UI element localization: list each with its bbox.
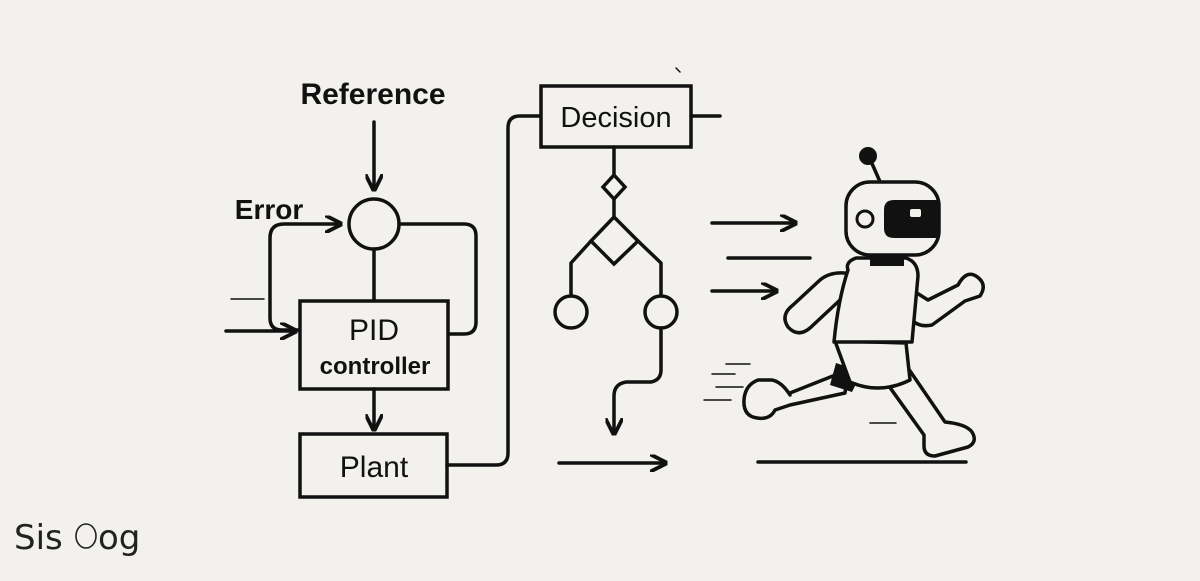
- feedback-loop-right: [397, 222, 478, 336]
- plant-to-decision-line: [445, 114, 543, 467]
- error-label: Error: [235, 194, 304, 225]
- summing-junction: [347, 197, 401, 251]
- pid-label-line1: PID: [349, 314, 399, 347]
- small-decision-diamond: [600, 172, 628, 202]
- plant-box: [298, 432, 449, 499]
- decision-box: [539, 84, 693, 149]
- logo-text-left: Sis: [14, 518, 63, 558]
- speed-streaks: [703, 363, 897, 424]
- left-outcome-node: [553, 294, 589, 330]
- logo-text-right: og: [98, 518, 140, 558]
- decision-tick-mark: [675, 67, 681, 73]
- reference-label: Reference: [300, 78, 445, 111]
- right-branch: [636, 239, 663, 297]
- plant-label: Plant: [340, 451, 409, 484]
- right-outcome-node: [643, 294, 679, 330]
- running-robot-icon: [742, 147, 985, 458]
- decision-label: Decision: [560, 102, 671, 134]
- pid-label-line2: controller: [320, 353, 431, 380]
- left-branch: [569, 239, 593, 297]
- large-decision-diamond: [588, 214, 641, 267]
- decision-output-arrow: [614, 326, 663, 432]
- sisoog-logo: Sis og: [14, 518, 140, 558]
